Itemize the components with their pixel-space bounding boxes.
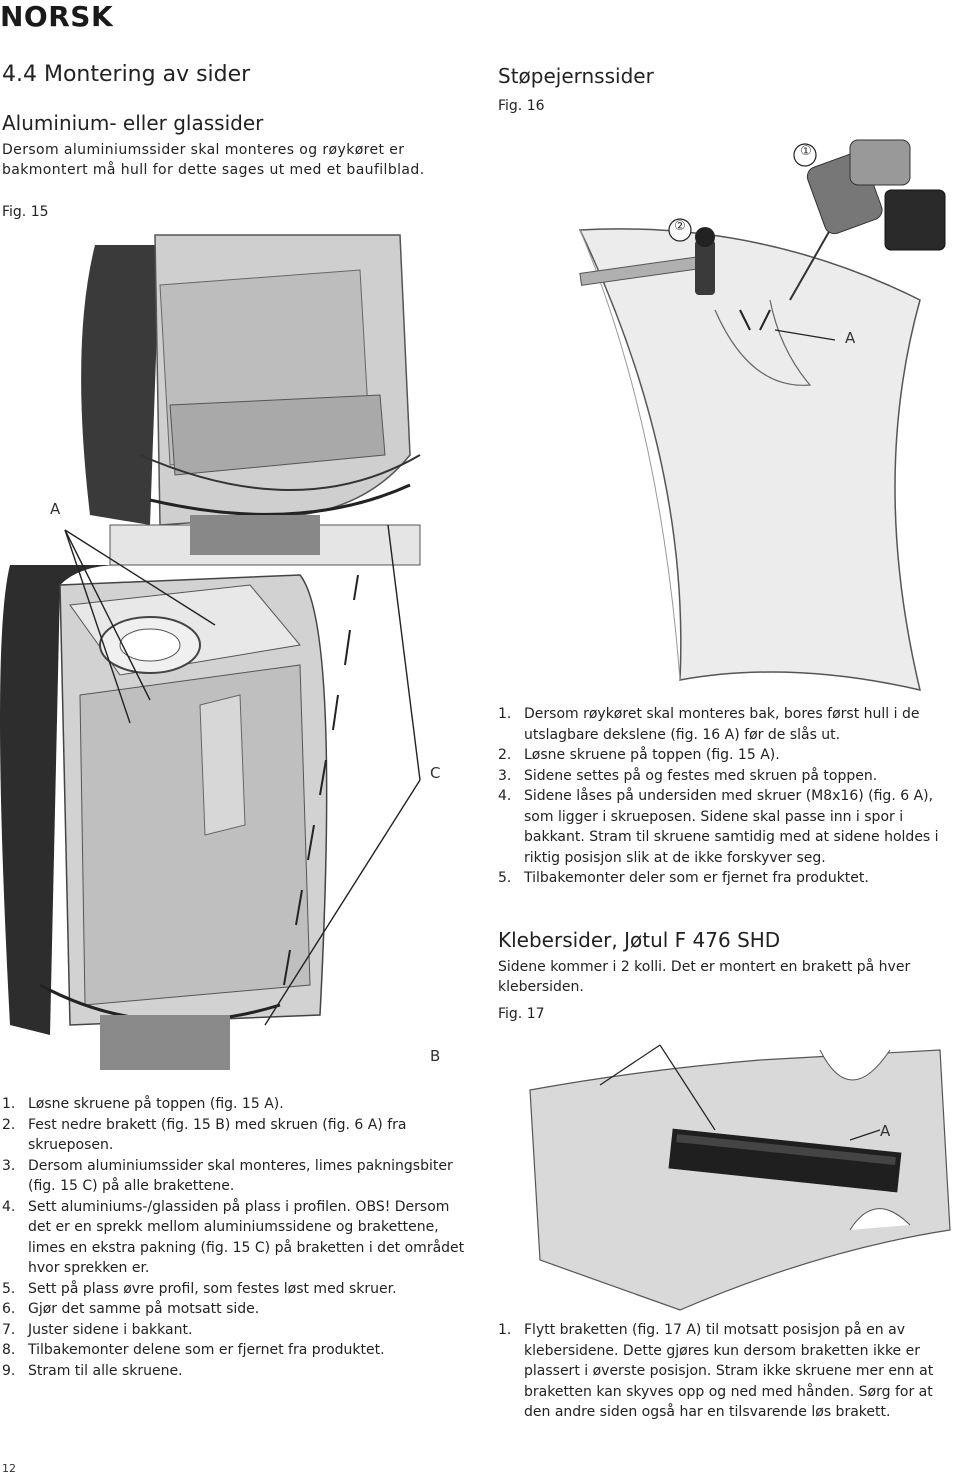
list-item: 3.Sidene settes på og festes med skruen … — [498, 767, 878, 784]
list-item: 1.Dersom røykøret skal monteres bak, bor… — [498, 706, 920, 743]
callout-1-circle — [793, 143, 817, 167]
drill-drawing — [789, 139, 946, 301]
fig16-callout-1: ① — [800, 144, 812, 159]
fig15-dashed-line — [283, 574, 359, 986]
fig15-callout-a: A — [50, 500, 61, 518]
list-item: 3.Dersom aluminiumssider skal monteres, … — [2, 1157, 453, 1195]
fig16-illustration — [578, 139, 946, 692]
stove-upper-drawing — [81, 234, 421, 566]
kleber-steps: 1.Flytt braketten (fig. 17 A) til motsat… — [498, 1320, 960, 1423]
list-item: 4.Sidene låses på undersiden med skruer … — [498, 788, 939, 866]
list-item: 5.Sett på plass øvre profil, som festes … — [2, 1280, 397, 1297]
kleber-intro: Sidene kommer i 2 kolli. Det er montert … — [498, 959, 911, 995]
stopejern-heading: Støpejernssider — [498, 64, 654, 88]
list-item: 1.Løsne skruene på toppen (fig. 15 A). — [2, 1096, 284, 1112]
fig15-label: Fig. 15 — [2, 204, 49, 220]
fig17-label: Fig. 17 — [498, 1006, 545, 1022]
fig15-illustration — [0, 234, 421, 1070]
callout-2-circle — [668, 218, 692, 242]
fig15-leader-lines — [64, 524, 421, 1026]
list-item: 4.Sett aluminiums-/glassiden på plass i … — [2, 1198, 465, 1277]
list-item: 7.Juster sidene i bakkant. — [2, 1321, 193, 1338]
section-heading: 4.4 Montering av sider — [2, 62, 251, 87]
list-item: 1.Flytt braketten (fig. 17 A) til motsat… — [498, 1322, 934, 1420]
list-item: 9.Stram til alle skruene. — [2, 1362, 183, 1379]
fig17-leader-lines — [599, 1044, 881, 1141]
list-item: 8.Tilbakemonter delene som er fjernet fr… — [2, 1342, 385, 1358]
stopejern-steps: 1.Dersom røykøret skal monteres bak, bor… — [498, 704, 960, 889]
fig15-callout-b: B — [430, 1047, 441, 1065]
aluminium-steps: 1.Løsne skruene på toppen (fig. 15 A). 2… — [2, 1094, 470, 1381]
kleber-heading: Klebersider, Jøtul F 476 SHD — [498, 928, 781, 952]
list-item: 2.Fest nedre brakett (fig. 15 B) med skr… — [2, 1116, 407, 1154]
aluminium-intro: Dersom aluminiumssider skal monteres og … — [2, 142, 425, 178]
hammer-drawing — [579, 227, 715, 295]
stove-lower-drawing — [0, 565, 328, 1070]
list-item: 2.Løsne skruene på toppen (fig. 15 A). — [498, 747, 780, 763]
language-label: NORSK — [0, 0, 114, 33]
fig16-label: Fig. 16 — [498, 98, 545, 114]
fig15-callout-c: C — [430, 764, 441, 782]
aluminium-heading: Aluminium- eller glassider — [2, 111, 264, 135]
cast-iron-panel — [578, 228, 922, 692]
fig16-callout-2: ② — [674, 219, 686, 234]
page-number: 12 — [2, 1462, 16, 1475]
list-item: 5.Tilbakemonter deler som er fjernet fra… — [498, 870, 869, 886]
list-item: 6.Gjør det samme på motsatt side. — [2, 1301, 260, 1317]
fig16-callout-a: A — [845, 329, 856, 347]
fig17-illustration — [529, 1044, 951, 1311]
fig17-callout-a: A — [880, 1122, 891, 1140]
